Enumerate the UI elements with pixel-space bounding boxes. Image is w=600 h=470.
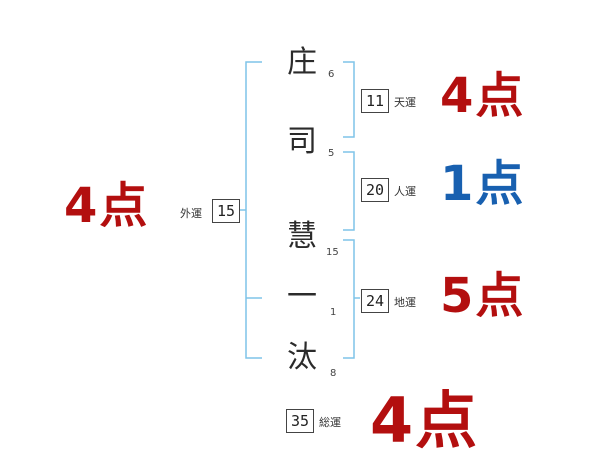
stroke-count-3: 15 bbox=[326, 247, 339, 258]
ten-un-value: 11 bbox=[361, 89, 389, 113]
gai-un-score: 4点 bbox=[64, 178, 150, 234]
jin-un-score: 1点 bbox=[440, 156, 526, 212]
chi-un-bracket bbox=[343, 239, 355, 359]
name-char-1: 庄 bbox=[287, 45, 317, 80]
chi-un-value: 24 bbox=[361, 289, 389, 313]
jin-un-value: 20 bbox=[361, 178, 389, 202]
ten-un-label: 天運 bbox=[394, 96, 416, 109]
so-un-value: 35 bbox=[286, 409, 314, 433]
gai-un-label: 外運 bbox=[180, 207, 202, 220]
stroke-count-4: 1 bbox=[330, 307, 337, 318]
chi-un-label: 地運 bbox=[394, 296, 416, 309]
name-char-4: 一 bbox=[287, 279, 317, 314]
stroke-count-5: 8 bbox=[330, 368, 337, 379]
so-un-label: 総運 bbox=[319, 416, 341, 429]
name-char-5: 汰 bbox=[287, 340, 317, 375]
name-char-2: 司 bbox=[287, 124, 317, 159]
ten-un-score: 4点 bbox=[440, 68, 526, 124]
stroke-count-1: 6 bbox=[328, 69, 335, 80]
jin-un-label: 人運 bbox=[394, 185, 416, 198]
jin-un-bracket bbox=[343, 151, 355, 231]
gai-un-value: 15 bbox=[212, 199, 240, 223]
ten-un-bracket bbox=[343, 61, 355, 138]
name-char-3: 慧 bbox=[287, 219, 317, 254]
chi-un-score: 5点 bbox=[440, 268, 526, 324]
stroke-count-2: 5 bbox=[328, 148, 335, 159]
so-un-score: 4点 bbox=[370, 384, 480, 457]
outer-bracket bbox=[245, 61, 262, 359]
